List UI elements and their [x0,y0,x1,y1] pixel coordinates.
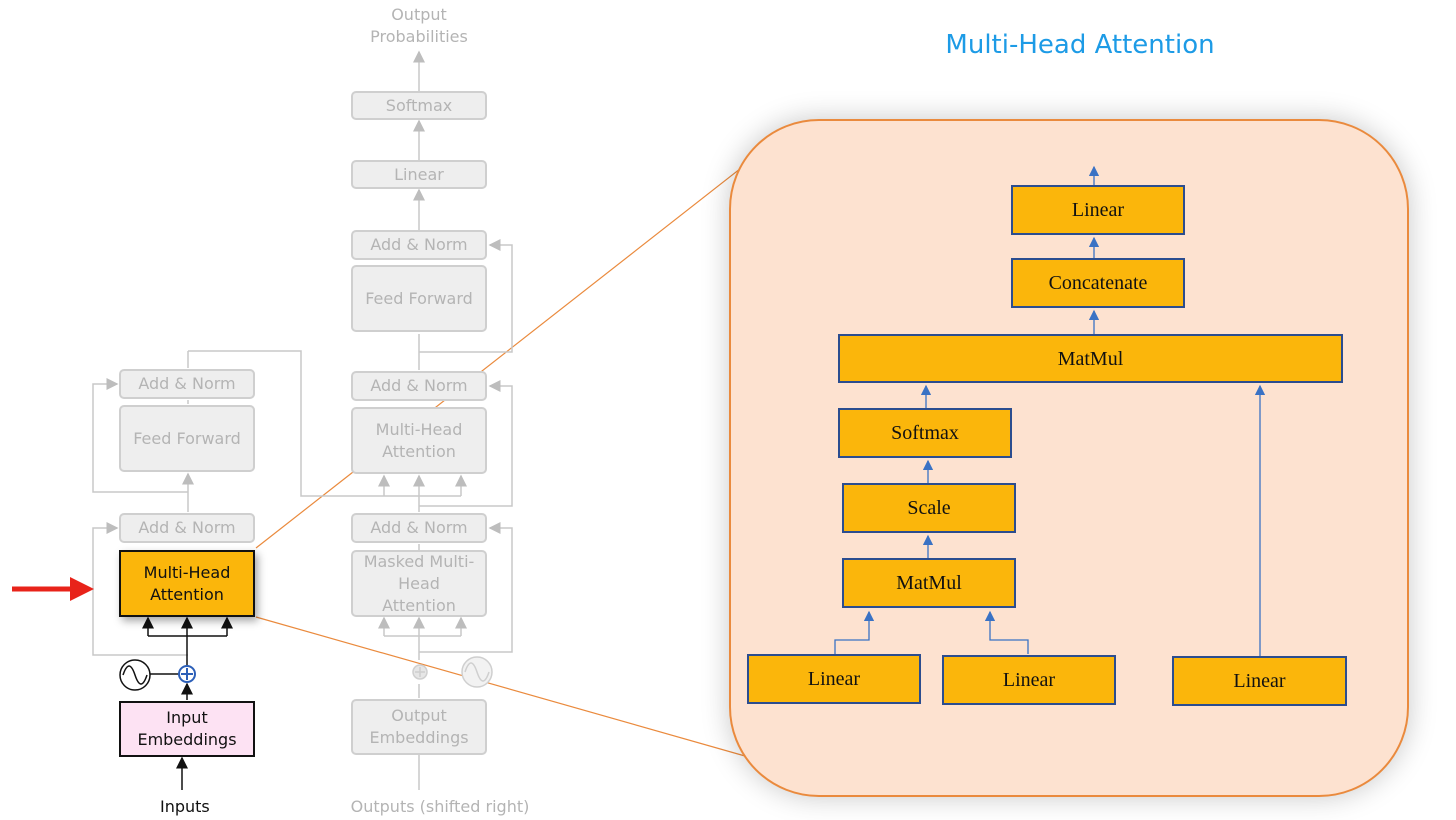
concatenate-block: Concatenate [1011,258,1185,308]
decoder-linear-block: Linear [351,160,487,189]
decoder-add-norm-1-block: Add & Norm [351,513,487,543]
red-arrowhead [70,577,94,601]
encoder-add-norm-2-block: Add & Norm [119,369,255,399]
linear-query-block: Linear [747,654,921,704]
masked-multi-head-attention-block: Masked Multi-Head Attention [351,550,487,617]
linear-key-block: Linear [942,655,1116,705]
matmul-2-block: MatMul [838,334,1343,383]
output-probabilities-label: Output Probabilities [370,5,468,46]
softmax-block: Softmax [838,408,1012,458]
linear-output-block: Linear [1011,185,1185,235]
linear-value-block: Linear [1172,656,1347,706]
decoder-feed-forward-block: Feed Forward [351,265,487,332]
encoder-multi-head-attention-block: Multi-Head Attention [119,550,255,617]
output-embeddings-block: Output Embeddings [351,699,487,755]
matmul-1-block: MatMul [842,558,1016,608]
outputs-shifted-right-label: Outputs (shifted right) [350,797,530,816]
encoder-add-norm-1-block: Add & Norm [119,513,255,543]
faded-sine-wave-icon [461,656,493,688]
encoder-feed-forward-block: Feed Forward [119,405,255,472]
input-embeddings-block: Input Embeddings [119,701,255,757]
faded-plus-circle-icon [412,664,428,680]
decoder-add-norm-3-block: Add & Norm [351,230,487,260]
scale-block: Scale [842,483,1016,533]
inputs-label: Inputs [160,797,210,816]
decoder-softmax-block: Softmax [351,91,487,120]
decoder-cross-attention-block: Multi-Head Attention [351,407,487,474]
plus-circle-icon [178,665,196,683]
sine-wave-icon [119,659,151,691]
diagram-title: Multi-Head Attention [945,30,1215,60]
decoder-add-norm-2-block: Add & Norm [351,371,487,401]
zoom-connector-bottom [255,616,753,759]
